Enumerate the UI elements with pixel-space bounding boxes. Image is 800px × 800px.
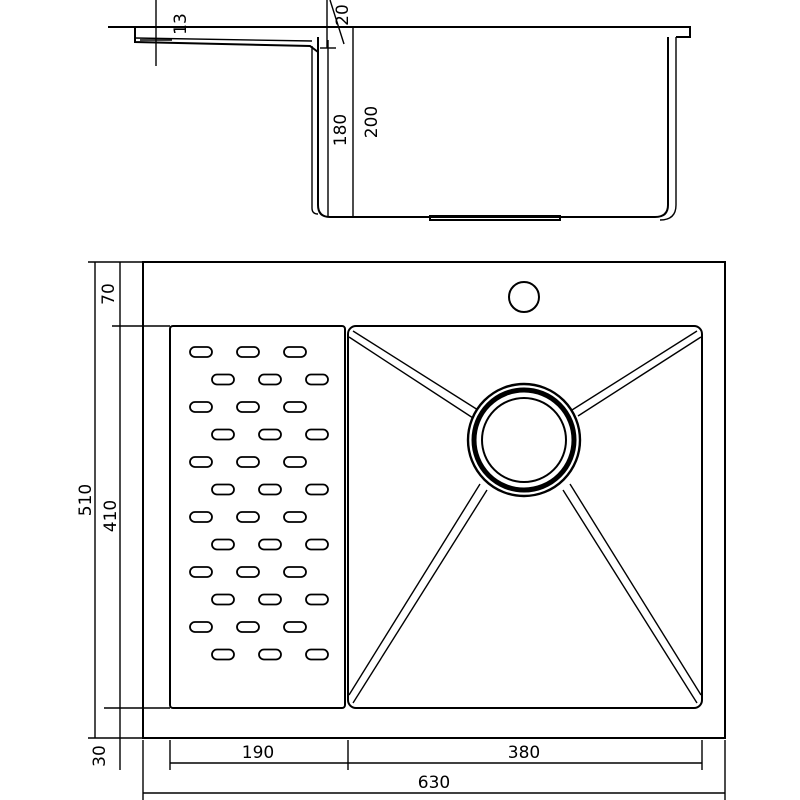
dim-180: 180 bbox=[320, 40, 351, 217]
dim-label-630: 630 bbox=[418, 773, 450, 793]
dim-label-20: 20 bbox=[333, 4, 353, 26]
drainboard-slot bbox=[189, 621, 213, 633]
drainboard-slot bbox=[189, 401, 213, 413]
dim-20: 20 bbox=[326, 0, 353, 48]
side-view-drain-outlet bbox=[429, 215, 561, 221]
dim-label-30: 30 bbox=[90, 745, 110, 767]
drainboard-slot bbox=[236, 566, 260, 578]
drainboard-slot bbox=[211, 648, 235, 661]
drainboard-slot bbox=[283, 456, 307, 468]
drainboard-slot bbox=[305, 648, 329, 661]
drainboard-slot bbox=[258, 428, 282, 441]
dim-410: 410 bbox=[101, 326, 170, 709]
drain bbox=[466, 382, 582, 498]
drainboard-slot bbox=[189, 456, 213, 468]
drainboard-slot bbox=[189, 346, 213, 358]
side-view-top-rim bbox=[108, 26, 691, 38]
dim-label-200: 200 bbox=[362, 106, 382, 138]
drainboard-slot bbox=[211, 373, 235, 386]
dim-70: 70 bbox=[99, 262, 170, 327]
drainboard-slot bbox=[283, 566, 307, 578]
drainboard-slot bbox=[305, 428, 329, 441]
bowl-outline bbox=[347, 325, 703, 709]
dim-label-180: 180 bbox=[331, 114, 351, 146]
drainboard-slot bbox=[305, 593, 329, 606]
dim-630: 630 bbox=[142, 740, 726, 800]
drainboard-slot bbox=[236, 456, 260, 468]
drainboard-slot bbox=[305, 538, 329, 551]
drainboard-slots bbox=[189, 346, 329, 661]
dim-label-380: 380 bbox=[508, 743, 540, 763]
drainboard-slot bbox=[211, 483, 235, 496]
drainboard-slot bbox=[258, 648, 282, 661]
drainboard-slot bbox=[283, 401, 307, 413]
drainboard-slot bbox=[211, 538, 235, 551]
drainboard-slot bbox=[211, 593, 235, 606]
drainboard-slot bbox=[189, 511, 213, 523]
drainboard-slot bbox=[258, 538, 282, 551]
dim-510: 510 bbox=[76, 261, 143, 739]
drainboard-slot bbox=[305, 373, 329, 386]
dim-label-510: 510 bbox=[76, 484, 96, 516]
drainboard-panel bbox=[169, 325, 346, 709]
drainboard-slot bbox=[283, 511, 307, 523]
dim-label-410: 410 bbox=[101, 500, 121, 532]
side-view-drainboard-profile bbox=[134, 27, 319, 53]
dim-200: 200 bbox=[352, 27, 382, 217]
drainboard-slot bbox=[236, 621, 260, 633]
dim-label-13: 13 bbox=[171, 13, 191, 35]
drainboard-slot bbox=[305, 483, 329, 496]
drainboard-slot bbox=[211, 428, 235, 441]
drainboard-slot bbox=[283, 621, 307, 633]
dim-13: 13 bbox=[140, 0, 191, 66]
dim-label-70: 70 bbox=[99, 283, 119, 305]
drainboard-slot bbox=[236, 401, 260, 413]
drainboard-slot bbox=[236, 511, 260, 523]
drainboard-slot bbox=[258, 373, 282, 386]
drainboard-slot bbox=[236, 346, 260, 358]
drainboard-slot bbox=[189, 566, 213, 578]
bowl-slope-lines bbox=[348, 330, 702, 704]
top-view: 510 70 410 30 190 380 bbox=[76, 261, 726, 800]
dim-30: 30 bbox=[90, 708, 121, 770]
drainboard-slot bbox=[258, 593, 282, 606]
top-view-outline bbox=[142, 261, 726, 739]
dim-380: 380 bbox=[348, 740, 703, 770]
drainboard-slot bbox=[283, 346, 307, 358]
faucet-hole bbox=[508, 281, 540, 313]
dim-label-190: 190 bbox=[242, 743, 274, 763]
dim-190: 190 bbox=[169, 740, 349, 770]
drainboard-slot bbox=[258, 483, 282, 496]
side-view: 13 20 180 200 bbox=[108, 0, 691, 221]
